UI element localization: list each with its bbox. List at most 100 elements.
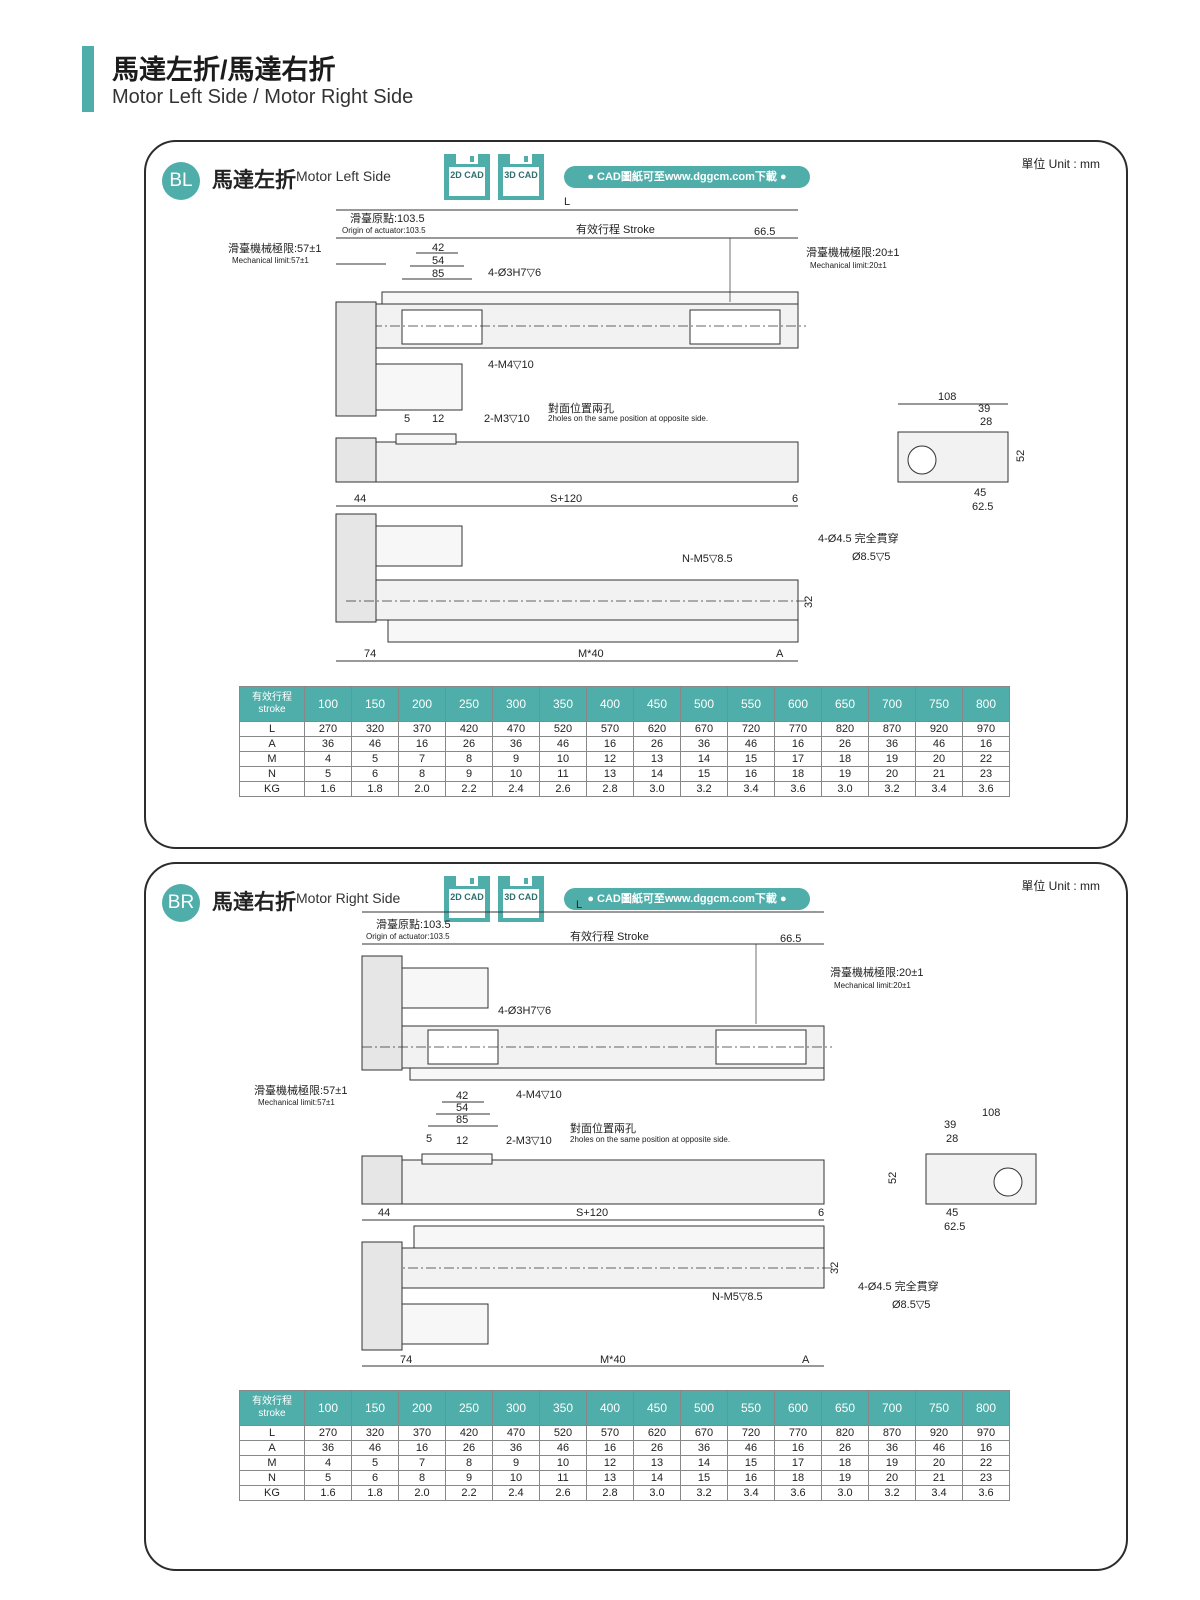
stroke-label: 有效行程 Stroke: [576, 222, 655, 236]
table-cell: 36: [868, 1440, 916, 1456]
table-cell: 12: [586, 1455, 634, 1471]
cad-3d-label: 3D CAD: [503, 889, 539, 918]
base-plate: [413, 1225, 825, 1249]
stroke-column-header: 200: [398, 1390, 446, 1426]
dim-52: 52: [887, 1172, 899, 1184]
motor-housing-side: [361, 1155, 403, 1205]
dim-85: 85: [432, 268, 444, 280]
dim-108: 108: [982, 1107, 1000, 1119]
cad-download-link[interactable]: ● CAD圖紙可至www.dggcm.com下載 ●: [564, 888, 810, 910]
hole-nm5: N-M5▽8.5: [712, 1291, 763, 1303]
opposite-en: 2holes on the same position at opposite …: [570, 1135, 730, 1144]
table-cell: 9: [492, 1455, 540, 1471]
table-cell: 22: [962, 1455, 1010, 1471]
table-cell: 3.4: [727, 781, 775, 797]
table-cell: 6: [351, 1470, 399, 1486]
table-cell: 7: [398, 751, 446, 767]
stroke-column-header: 450: [633, 686, 681, 722]
table-cell: 14: [633, 1470, 681, 1486]
dim-m40: M*40: [578, 648, 604, 660]
motor-housing-bottom: [361, 1241, 403, 1351]
row-label: KG: [239, 1485, 305, 1501]
table-cell: 46: [915, 1440, 963, 1456]
table-cell: 770: [774, 721, 822, 737]
motor-housing-side: [335, 437, 377, 483]
table-cell: 16: [774, 736, 822, 752]
cad-2d-icon[interactable]: 2D CAD: [444, 154, 490, 200]
table-cell: 2.2: [445, 1485, 493, 1501]
table-cell: 10: [492, 1470, 540, 1486]
table-cell: 420: [445, 1425, 493, 1441]
cad-3d-icon[interactable]: 3D CAD: [498, 876, 544, 922]
table-cell: 3.2: [868, 781, 916, 797]
table-cell: 36: [868, 736, 916, 752]
table-cell: 26: [821, 736, 869, 752]
table-cell: 26: [633, 1440, 681, 1456]
motor-housing-top: [335, 301, 377, 417]
dim-62-5: 62.5: [972, 501, 993, 513]
table-cell: 36: [492, 1440, 540, 1456]
cad-2d-label: 2D CAD: [449, 889, 485, 918]
dim-6: 6: [818, 1207, 824, 1219]
table-cell: 3.0: [633, 1485, 681, 1501]
panel-badge: BR: [162, 884, 200, 922]
opposite-en: 2holes on the same position at opposite …: [548, 414, 708, 423]
table-cell: 370: [398, 1425, 446, 1441]
table-cell: 8: [398, 766, 446, 782]
table-cell: 16: [398, 736, 446, 752]
dim-28: 28: [946, 1133, 958, 1145]
dim-62-5: 62.5: [944, 1221, 965, 1233]
actuator-body-side: [401, 1159, 825, 1205]
table-cell: 19: [821, 1470, 869, 1486]
table-cell: 46: [351, 1440, 399, 1456]
table-cell: 2.4: [492, 781, 540, 797]
mech-left-cn: 滑臺機械極限:57±1: [254, 1083, 347, 1097]
carriage-top: [401, 309, 483, 345]
table-cell: 46: [539, 1440, 587, 1456]
mech-right-cn: 滑臺機械極限:20±1: [830, 965, 923, 979]
stroke-column-header: 650: [821, 686, 869, 722]
motor-bottom: [401, 1303, 489, 1345]
panel-motor-right: BR 馬達右折 Motor Right Side 單位 Unit : mm 2D…: [144, 862, 1128, 1571]
stroke-header-cn: 有效行程: [252, 692, 292, 703]
cad-download-link[interactable]: ● CAD圖紙可至www.dggcm.com下載 ●: [564, 166, 810, 188]
hole-m3: 2-M3▽10: [484, 413, 530, 425]
table-cell: 470: [492, 721, 540, 737]
dim-L: L: [576, 899, 582, 911]
table-cell: 9: [445, 766, 493, 782]
table-cell: 370: [398, 721, 446, 737]
stroke-column-header: 550: [727, 1390, 775, 1426]
panel-title-en: Motor Left Side: [296, 168, 391, 184]
row-label: A: [239, 736, 305, 752]
stroke-column-header: 350: [539, 686, 587, 722]
rail-top: [381, 291, 799, 305]
table-cell: 5: [351, 751, 399, 767]
stroke-column-header: 600: [774, 1390, 822, 1426]
table-cell: 14: [680, 1455, 728, 1471]
table-cell: 16: [962, 736, 1010, 752]
table-cell: 13: [586, 1470, 634, 1486]
cad-3d-icon[interactable]: 3D CAD: [498, 154, 544, 200]
dim-44: 44: [354, 493, 366, 505]
row-label: L: [239, 721, 305, 737]
table-cell: 570: [586, 1425, 634, 1441]
stroke-column-header: 750: [915, 1390, 963, 1426]
panel-title-en: Motor Right Side: [296, 890, 401, 906]
table-cell: 3.0: [821, 781, 869, 797]
rail-top: [409, 1067, 825, 1081]
unit-label: 單位 Unit : mm: [1021, 157, 1100, 171]
panel-motor-left: BL 馬達左折 Motor Left Side 單位 Unit : mm 2D …: [144, 140, 1128, 849]
table-cell: 20: [868, 766, 916, 782]
stroke-column-header: 100: [304, 686, 352, 722]
cad-2d-icon[interactable]: 2D CAD: [444, 876, 490, 922]
technical-drawing: L 滑臺原點:103.5 Origin of actuator:103.5 有效…: [254, 899, 1037, 1367]
motor-housing-top: [361, 955, 403, 1071]
carriage-side: [421, 1153, 493, 1165]
table-cell: 46: [539, 736, 587, 752]
table-cell: 670: [680, 1425, 728, 1441]
table-cell: 5: [351, 1455, 399, 1471]
table-cell: 3.2: [680, 1485, 728, 1501]
table-cell: 21: [915, 766, 963, 782]
stroke-column-header: 650: [821, 1390, 869, 1426]
